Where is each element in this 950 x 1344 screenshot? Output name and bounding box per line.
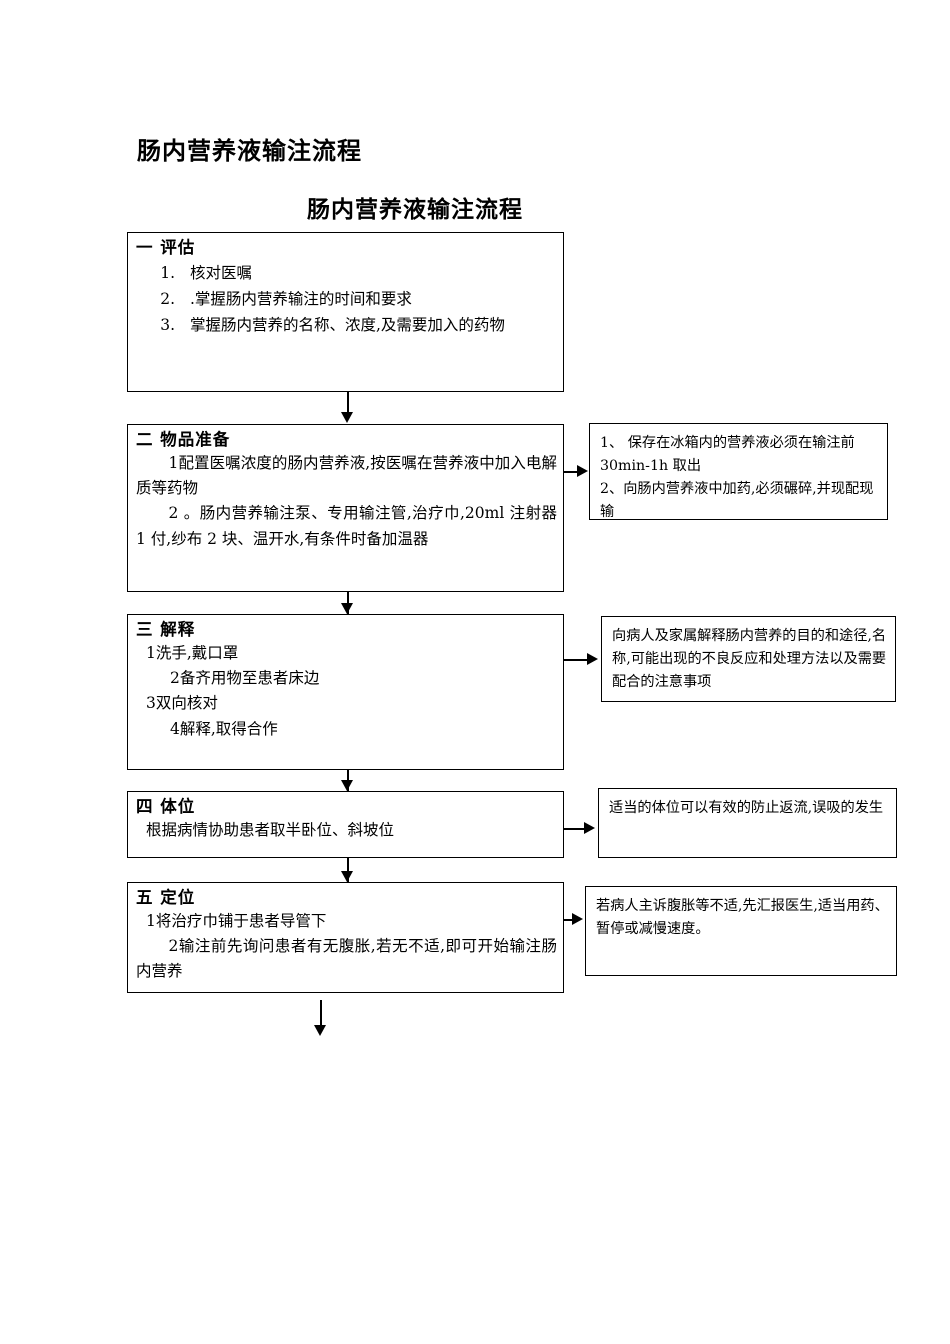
arrowhead-right-icon [584,822,595,834]
step-line: 2备齐用物至患者床边 [170,669,320,688]
step-line: 1将治疗巾铺于患者导管下 [146,912,327,931]
note-line: 向病人及家属解释肠内营养的目的和途径,名称,可能出现的不良反应和处理方法以及需要… [612,628,887,690]
list-item: .掌握肠内营养输注的时间和要求 [180,287,563,312]
note-4-body: 若病人主诉腹胀等不适,先汇报医生,适当用药、暂停或减慢速度。 [586,887,896,947]
connector-step4-note3 [564,828,585,830]
flow-step-position: 四 体位 根据病情协助患者取半卧位、斜坡位 [127,791,564,858]
connector-step5-note4 [564,919,573,921]
arrowhead-right-icon [587,653,598,665]
note-position-prevents-reflux: 适当的体位可以有效的防止返流,误吸的发生 [598,788,897,858]
flow-step-supplies: 二 物品准备 1配置医嘱浓度的肠内营养液,按医嘱在营养液中加入电解质等药物 2 … [127,424,564,592]
connector-step5-end [320,1000,322,1029]
step-1-heading: 一 评估 [136,238,196,257]
note-abdominal-distension: 若病人主诉腹胀等不适,先汇报医生,适当用药、暂停或减慢速度。 [585,886,897,976]
note-3-body: 适当的体位可以有效的防止返流,误吸的发生 [599,789,896,826]
arrowhead-down-icon [341,412,353,423]
step-5-body: 1将治疗巾铺于患者导管下 2输注前先询问患者有无腹胀,若无不适,即可开始输注肠内… [128,909,563,984]
flow-step-positioning: 五 定位 1将治疗巾铺于患者导管下 2输注前先询问患者有无腹胀,若无不适,即可开… [127,882,564,993]
step-2-heading: 二 物品准备 [136,430,231,449]
arrowhead-down-icon [314,1025,326,1036]
note-line: 若病人主诉腹胀等不适,先汇报医生,适当用药、暂停或减慢速度。 [596,898,889,937]
step-line: 3双向核对 [146,694,218,713]
arrowhead-down-icon [341,603,353,614]
step-4-body: 根据病情协助患者取半卧位、斜坡位 [128,818,563,843]
note-1-body: 1、 保存在冰箱内的营养液必须在输注前 30min-1h 取出 2、向肠内营养液… [590,424,887,530]
arrowhead-down-icon [341,871,353,882]
step-line: 2输注前先询问患者有无腹胀,若无不适,即可开始输注肠内营养 [136,937,557,981]
connector-step4-step5 [347,858,349,882]
arrowhead-down-icon [341,780,353,791]
step-5-heading: 五 定位 [136,888,196,907]
step-2-body: 1配置医嘱浓度的肠内营养液,按医嘱在营养液中加入电解质等药物 2 。肠内营养输注… [128,451,563,551]
arrowhead-right-icon [572,913,583,925]
step-line: 根据病情协助患者取半卧位、斜坡位 [146,821,395,840]
connector-step2-note1 [564,471,578,473]
note-line: 2、向肠内营养液中加药,必须碾碎,并现配现输 [600,481,874,520]
list-item: 掌握肠内营养的名称、浓度,及需要加入的药物 [180,313,563,338]
paragraph: 1配置医嘱浓度的肠内营养液,按医嘱在营养液中加入电解质等药物 [136,454,557,498]
note-2-body: 向病人及家属解释肠内营养的目的和途径,名称,可能出现的不良反应和处理方法以及需要… [602,617,895,700]
step-1-list: 核对医嘱 .掌握肠内营养输注的时间和要求 掌握肠内营养的名称、浓度,及需要加入的… [128,261,563,338]
note-explain-to-patient: 向病人及家属解释肠内营养的目的和途径,名称,可能出现的不良反应和处理方法以及需要… [601,616,896,702]
paragraph: 2 。肠内营养输注泵、专用输注管,治疗巾,20ml 注射器 1 付,纱布 2 块… [136,504,557,548]
connector-step1-step2 [347,392,349,414]
list-item: 核对医嘱 [180,261,563,286]
step-3-heading: 三 解释 [136,620,196,639]
note-line: 1、 保存在冰箱内的营养液必须在输注前 30min-1h 取出 [600,435,855,474]
flowchart-title: 肠内营养液输注流程 [307,196,523,223]
note-line: 适当的体位可以有效的防止返流,误吸的发生 [609,800,884,816]
step-4-heading: 四 体位 [136,797,196,816]
step-3-body: 1洗手,戴口罩 2备齐用物至患者床边 3双向核对 4解释,取得合作 [128,641,563,741]
flow-step-explanation: 三 解释 1洗手,戴口罩 2备齐用物至患者床边 3双向核对 4解释,取得合作 [127,614,564,770]
flow-step-assessment: 一 评估 核对医嘱 .掌握肠内营养输注的时间和要求 掌握肠内营养的名称、浓度,及… [127,232,564,392]
step-line: 1洗手,戴口罩 [146,644,239,663]
connector-step3-note2 [564,659,588,661]
arrowhead-right-icon [577,465,588,477]
step-line: 4解释,取得合作 [170,719,278,738]
document-heading: 肠内营养液输注流程 [137,136,362,165]
note-refrigerated-nutrition: 1、 保存在冰箱内的营养液必须在输注前 30min-1h 取出 2、向肠内营养液… [589,423,888,520]
